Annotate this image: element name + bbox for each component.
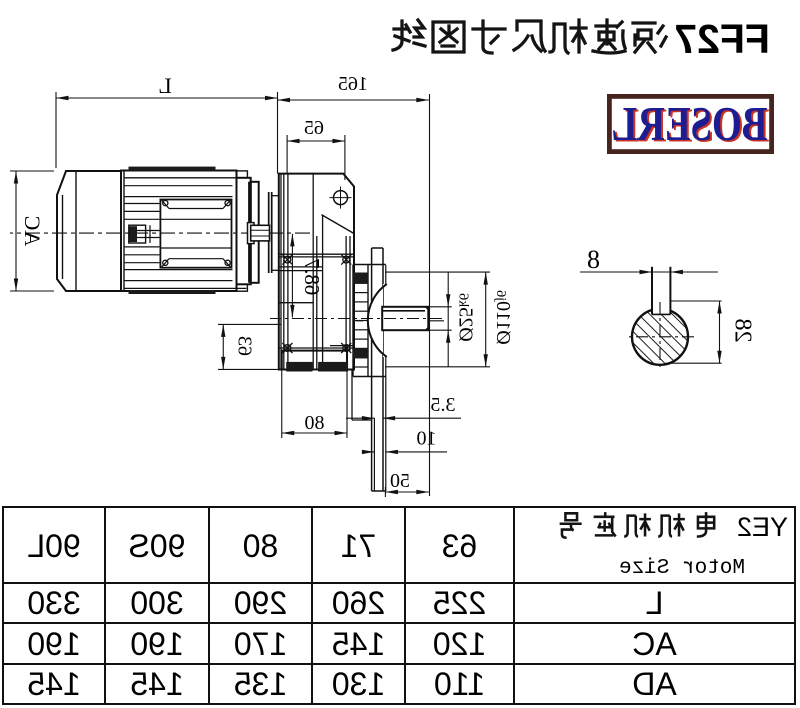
svg-text:L: L: [158, 73, 171, 98]
svg-text:120: 120: [433, 626, 486, 662]
svg-text:330: 330: [27, 585, 80, 621]
svg-text:130: 130: [332, 666, 385, 702]
svg-text:110: 110: [434, 666, 485, 702]
svg-text:165: 165: [338, 73, 368, 95]
svg-text:AD: AD: [632, 666, 676, 702]
svg-text:28: 28: [730, 319, 756, 343]
svg-text:135: 135: [234, 666, 287, 702]
svg-text:90L: 90L: [27, 528, 80, 564]
svg-text:65: 65: [304, 117, 324, 139]
svg-text:190: 190: [130, 626, 183, 662]
svg-text:90S: 90S: [129, 528, 186, 564]
svg-text:225: 225: [433, 585, 486, 621]
svg-text:8: 8: [587, 245, 600, 274]
svg-text:190: 190: [27, 626, 80, 662]
svg-text:145: 145: [332, 626, 385, 662]
svg-text:63: 63: [234, 336, 256, 356]
svg-text:80: 80: [243, 528, 279, 564]
svg-text:145: 145: [130, 666, 183, 702]
svg-text:10: 10: [417, 428, 437, 450]
svg-text:80: 80: [305, 412, 325, 434]
svg-text:300: 300: [130, 585, 183, 621]
svg-text:145: 145: [27, 666, 80, 702]
svg-text:L: L: [646, 585, 664, 621]
svg-text:YE2: YE2: [737, 512, 788, 542]
svg-text:AC: AC: [20, 216, 45, 247]
svg-text:63: 63: [442, 528, 478, 564]
svg-text:170: 170: [234, 626, 287, 662]
svg-text:AC: AC: [632, 626, 676, 662]
svg-text:BOSERL: BOSERL: [612, 96, 768, 151]
svg-text:Ø25k6: Ø25k6: [455, 293, 477, 341]
svg-text:Ø110j6: Ø110j6: [492, 290, 514, 345]
svg-text:290: 290: [234, 585, 287, 621]
svg-text:3.5: 3.5: [431, 394, 456, 416]
svg-text:FF27: FF27: [674, 16, 770, 62]
svg-text:Motor Size: Motor Size: [619, 557, 745, 580]
svg-text:50: 50: [390, 470, 410, 492]
svg-text:BOSERL: BOSERL: [614, 98, 770, 153]
svg-text:68.7: 68.7: [300, 259, 324, 296]
svg-text:71: 71: [341, 528, 377, 564]
svg-text:260: 260: [332, 585, 385, 621]
